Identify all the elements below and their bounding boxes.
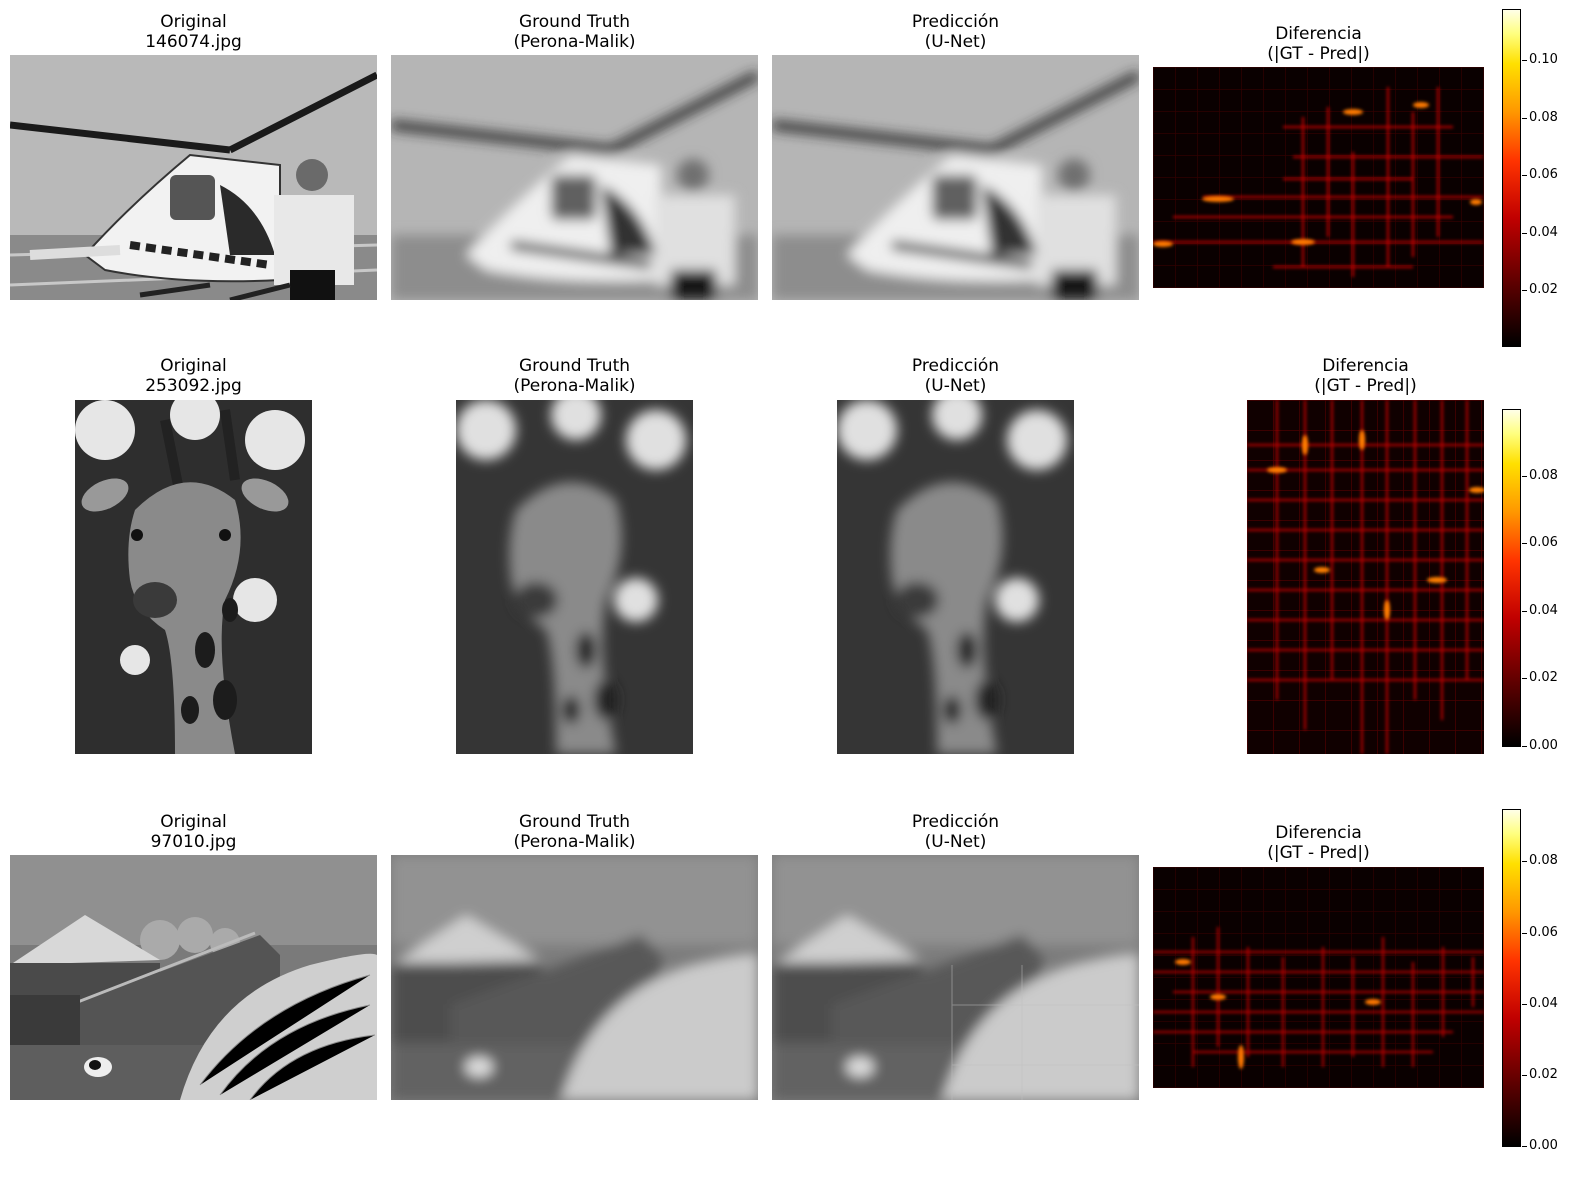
row3-colorbar-tick: 0.08 [1522,853,1558,868]
row3-diff-heatmap [1153,867,1484,1088]
row3-colorbar-tick: 0.04 [1522,996,1558,1011]
row1-colorbar-tick: 0.08 [1522,110,1558,125]
row1-gt-image [391,55,758,300]
row3-diff-title: Diferencia (|GT - Pred|) [1267,823,1370,863]
row1-colorbar [1502,9,1521,347]
row1-gt-title: Ground Truth (Perona-Malik) [513,12,636,52]
row2-diff-title: Diferencia (|GT - Pred|) [1314,356,1417,396]
row3-original-image [10,855,377,1100]
row2-pred-image [837,400,1074,754]
row1-diff-title: Diferencia (|GT - Pred|) [1267,24,1370,64]
row2-colorbar-tick: 0.04 [1522,603,1558,618]
row2-colorbar-tick: 0.00 [1522,738,1558,753]
row3-colorbar-tick: 0.06 [1522,925,1558,940]
row1-diff-heatmap [1153,67,1484,288]
row2-colorbar [1502,409,1521,747]
row2-original-image [75,400,312,754]
row2-original-title: Original 253092.jpg [145,356,242,396]
row1-colorbar-tick: 0.02 [1522,282,1558,297]
row3-pred-title: Predicción (U-Net) [911,812,1000,852]
row1-colorbar-tick: 0.06 [1522,167,1558,182]
row3-gt-title: Ground Truth (Perona-Malik) [513,812,636,852]
row2-gt-image [456,400,693,754]
row2-colorbar-tick: 0.08 [1522,468,1558,483]
row1-original-image [10,55,377,300]
row3-original-title: Original 97010.jpg [150,812,237,852]
row1-colorbar-tick: 0.10 [1522,52,1558,67]
row3-gt-image [391,855,758,1100]
row1-colorbar-tick: 0.04 [1522,225,1558,240]
row2-colorbar-tick: 0.06 [1522,535,1558,550]
row1-pred-image [772,55,1139,300]
row3-pred-image [772,855,1139,1100]
row1-original-title: Original 146074.jpg [145,12,242,52]
row1-pred-title: Predicción (U-Net) [911,12,1000,52]
row2-colorbar-tick: 0.02 [1522,670,1558,685]
row3-colorbar-tick: 0.00 [1522,1138,1558,1153]
row2-gt-title: Ground Truth (Perona-Malik) [513,356,636,396]
row2-diff-heatmap [1247,400,1484,754]
row3-colorbar [1502,809,1521,1147]
row3-colorbar-tick: 0.02 [1522,1067,1558,1082]
row2-pred-title: Predicción (U-Net) [911,356,1000,396]
